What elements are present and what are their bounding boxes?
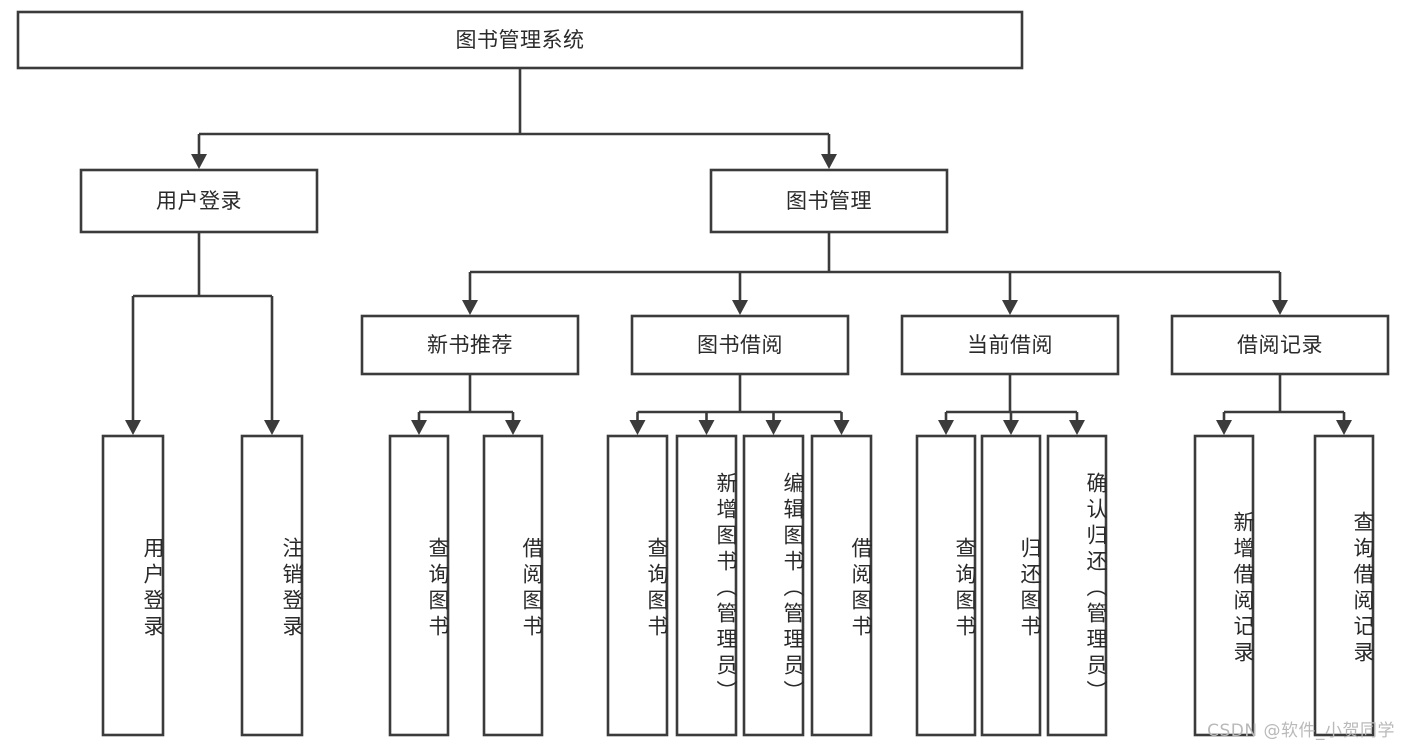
level3-0-children-bus xyxy=(419,374,513,414)
level3-1-children-arrow-1 xyxy=(698,420,715,435)
leaf-box-5[interactable] xyxy=(675,434,738,737)
level3-2-children-arrow-2 xyxy=(1069,420,1085,435)
leaf-box-8[interactable] xyxy=(915,434,977,737)
book-mgmt-children-arrow-3 xyxy=(1272,300,1288,315)
level3-label-3: 借阅记录 xyxy=(1237,333,1323,357)
leaf-box-7[interactable] xyxy=(810,434,873,737)
level3-1-children-arrow-2 xyxy=(765,420,782,435)
level3-3-children-arrow-0 xyxy=(1216,420,1232,435)
leaf-box-11[interactable] xyxy=(1193,434,1255,737)
leaf-box-2[interactable] xyxy=(388,434,450,737)
level3-0-children-arrow-1 xyxy=(505,420,521,435)
level3-label-0: 新书推荐 xyxy=(427,333,513,357)
root-to-level2-bus xyxy=(199,68,829,136)
leaf-box-1[interactable] xyxy=(240,434,304,737)
level3-2-children-bus xyxy=(946,374,1077,414)
level3-3-children-bus xyxy=(1224,374,1344,414)
level3-0-children-arrow-0 xyxy=(411,420,427,435)
root-label-0: 图书管理系统 xyxy=(456,28,585,52)
book-mgmt-children-arrow-0 xyxy=(462,300,478,315)
connector-lines xyxy=(125,68,1352,435)
leaf-box-9[interactable] xyxy=(980,434,1042,737)
level3-label-1: 图书借阅 xyxy=(697,333,783,357)
level3-1-children-bus xyxy=(637,374,842,414)
root-to-level2-arrow-1 xyxy=(821,154,837,169)
level3-2-children-arrow-1 xyxy=(1003,420,1019,435)
leaf-box-3[interactable] xyxy=(482,434,544,737)
level3-2-children-arrow-0 xyxy=(938,420,954,435)
leaf-box-4[interactable] xyxy=(606,434,669,737)
root-box-0[interactable] xyxy=(16,10,1024,70)
level3-box-2[interactable] xyxy=(900,314,1120,376)
user-login-children-arrow-0 xyxy=(125,420,141,435)
leaf-box-0[interactable] xyxy=(101,434,165,737)
root-to-level2-arrow-0 xyxy=(191,154,207,169)
book-mgmt-children-arrow-1 xyxy=(732,300,748,315)
level3-label-2: 当前借阅 xyxy=(967,333,1053,357)
level2-label-1: 图书管理 xyxy=(786,189,872,213)
user-login-children-arrow-1 xyxy=(264,420,280,435)
level3-box-1[interactable] xyxy=(630,314,850,376)
level2-box-0[interactable] xyxy=(79,168,319,234)
book-mgmt-children-arrow-2 xyxy=(1002,300,1018,315)
level3-box-3[interactable] xyxy=(1170,314,1390,376)
level3-1-children-arrow-3 xyxy=(833,420,850,435)
leaf-box-6[interactable] xyxy=(742,434,805,737)
level3-3-children-arrow-1 xyxy=(1336,420,1352,435)
leaf-box-12[interactable] xyxy=(1313,434,1375,737)
leaf-box-10[interactable] xyxy=(1046,434,1108,737)
level3-box-0[interactable] xyxy=(360,314,580,376)
level2-label-0: 用户登录 xyxy=(156,189,242,213)
node-boxes xyxy=(16,10,1390,737)
level3-1-children-arrow-0 xyxy=(629,420,646,435)
book-mgmt-children-bus xyxy=(470,232,1280,274)
csdn-watermark: CSDN @软件_小贺同学 xyxy=(1207,721,1395,741)
level2-box-1[interactable] xyxy=(709,168,949,234)
user-login-children-bus xyxy=(133,232,272,298)
